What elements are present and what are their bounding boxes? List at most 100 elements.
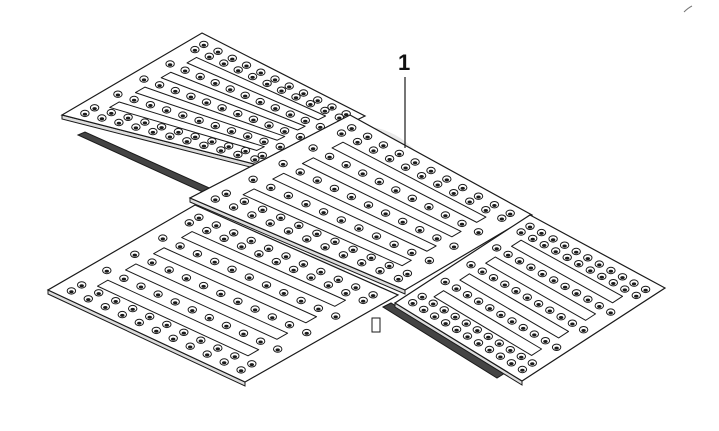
perforation-hole: [608, 279, 618, 287]
perforation-hole: [492, 244, 502, 252]
perforation-hole: [291, 93, 301, 101]
perforation-hole: [100, 303, 110, 311]
perforation-hole: [201, 98, 212, 106]
perforation-hole: [250, 155, 260, 163]
perforation-hole: [131, 123, 141, 131]
perforation-hole: [219, 234, 229, 242]
perforation-hole: [583, 295, 593, 303]
perforation-hole: [351, 283, 361, 291]
perforation-hole: [466, 261, 476, 269]
perforation-hole: [259, 137, 269, 145]
perforation-hole: [594, 302, 604, 310]
perforation-hole: [240, 91, 250, 99]
perforation-hole: [216, 289, 226, 298]
perforation-hole: [551, 343, 562, 351]
perforation-hole: [528, 234, 538, 243]
perforation-hole: [184, 219, 194, 227]
perforation-hole: [279, 127, 290, 135]
perforation-hole: [168, 334, 178, 342]
perforation-hole: [80, 109, 90, 118]
perforation-hole: [629, 279, 639, 287]
perforation-hole: [210, 257, 220, 266]
raised-bar: [242, 188, 412, 267]
perforation-hole: [83, 295, 93, 303]
perforation-hole: [179, 328, 189, 336]
perforation-hole: [240, 146, 251, 155]
perforation-hole: [266, 183, 276, 192]
perforation-hole: [461, 319, 471, 327]
perforation-hole: [239, 197, 250, 205]
perforation-hole: [562, 253, 572, 262]
perforation-hole: [352, 137, 363, 146]
perforation-hole: [302, 328, 312, 337]
perforation-hole: [94, 289, 104, 297]
perforation-hole: [225, 85, 235, 93]
perforation-hole: [329, 184, 340, 193]
perforation-hole: [402, 269, 413, 278]
plates-group: [46, 32, 667, 387]
perforation-hole: [265, 219, 275, 227]
perforation-hole: [473, 297, 484, 305]
perforation-hole: [617, 273, 628, 281]
perforation-hole: [324, 152, 335, 161]
perforation-hole: [473, 339, 484, 347]
perforation-hole: [408, 299, 418, 307]
perforation-hole: [529, 330, 539, 338]
perforation-hole: [151, 326, 161, 335]
perforation-hole: [410, 158, 420, 166]
perforation-hole: [285, 110, 295, 118]
perforation-hole: [398, 217, 408, 226]
perforation-hole: [336, 129, 347, 137]
perforation-hole: [384, 261, 394, 270]
perforation-hole: [348, 245, 358, 253]
perforation-hole: [313, 96, 323, 104]
perforation-hole: [449, 189, 459, 197]
perforation-hole: [457, 219, 467, 228]
perforation-hole: [243, 132, 253, 140]
perforation-hole: [380, 209, 391, 217]
perforation-hole: [185, 342, 195, 350]
perforation-hole: [224, 142, 234, 150]
perforation-hole: [129, 95, 139, 104]
perforation-hole: [536, 228, 547, 237]
perforation-hole: [526, 263, 536, 271]
perforation-hole: [540, 337, 551, 345]
perforation-hole: [407, 194, 417, 202]
perforation-hole: [270, 104, 280, 112]
perforation-hole: [415, 226, 425, 234]
perforation-hole: [631, 291, 641, 300]
perforation-hole: [257, 151, 267, 160]
perforation-hole: [473, 228, 484, 236]
raised-bar: [134, 86, 286, 141]
perforation-hole: [255, 97, 265, 106]
perforation-hole: [462, 332, 473, 340]
perforation-hole: [545, 306, 555, 314]
perforation-hole: [462, 291, 473, 299]
perforation-hole: [571, 247, 581, 256]
perforation-hole: [247, 360, 257, 368]
perforation-hole: [522, 293, 532, 301]
perforation-hole: [500, 280, 510, 288]
perforation-hole: [426, 166, 436, 175]
raised-bar: [301, 157, 462, 238]
perforation-hole: [640, 285, 651, 294]
raised-bar: [181, 231, 346, 307]
perforation-hole: [338, 251, 349, 259]
raised-bar: [109, 101, 265, 151]
perforation-hole: [358, 169, 368, 177]
perforation-hole: [165, 60, 175, 68]
perforation-hole: [394, 149, 404, 158]
perforation-hole: [559, 241, 570, 249]
perforation-hole: [503, 250, 513, 259]
perforation-hole: [517, 365, 528, 374]
perforation-hole: [170, 298, 180, 306]
perforation-hole: [77, 281, 87, 289]
perforation-hole: [271, 257, 281, 266]
perforation-hole: [477, 267, 487, 275]
perforation-hole: [302, 235, 312, 243]
perforation-hole: [483, 332, 493, 341]
perforation-hole: [270, 75, 280, 83]
perforation-hole: [306, 273, 316, 281]
perforation-hole: [537, 269, 547, 278]
perforation-hole: [497, 214, 507, 222]
